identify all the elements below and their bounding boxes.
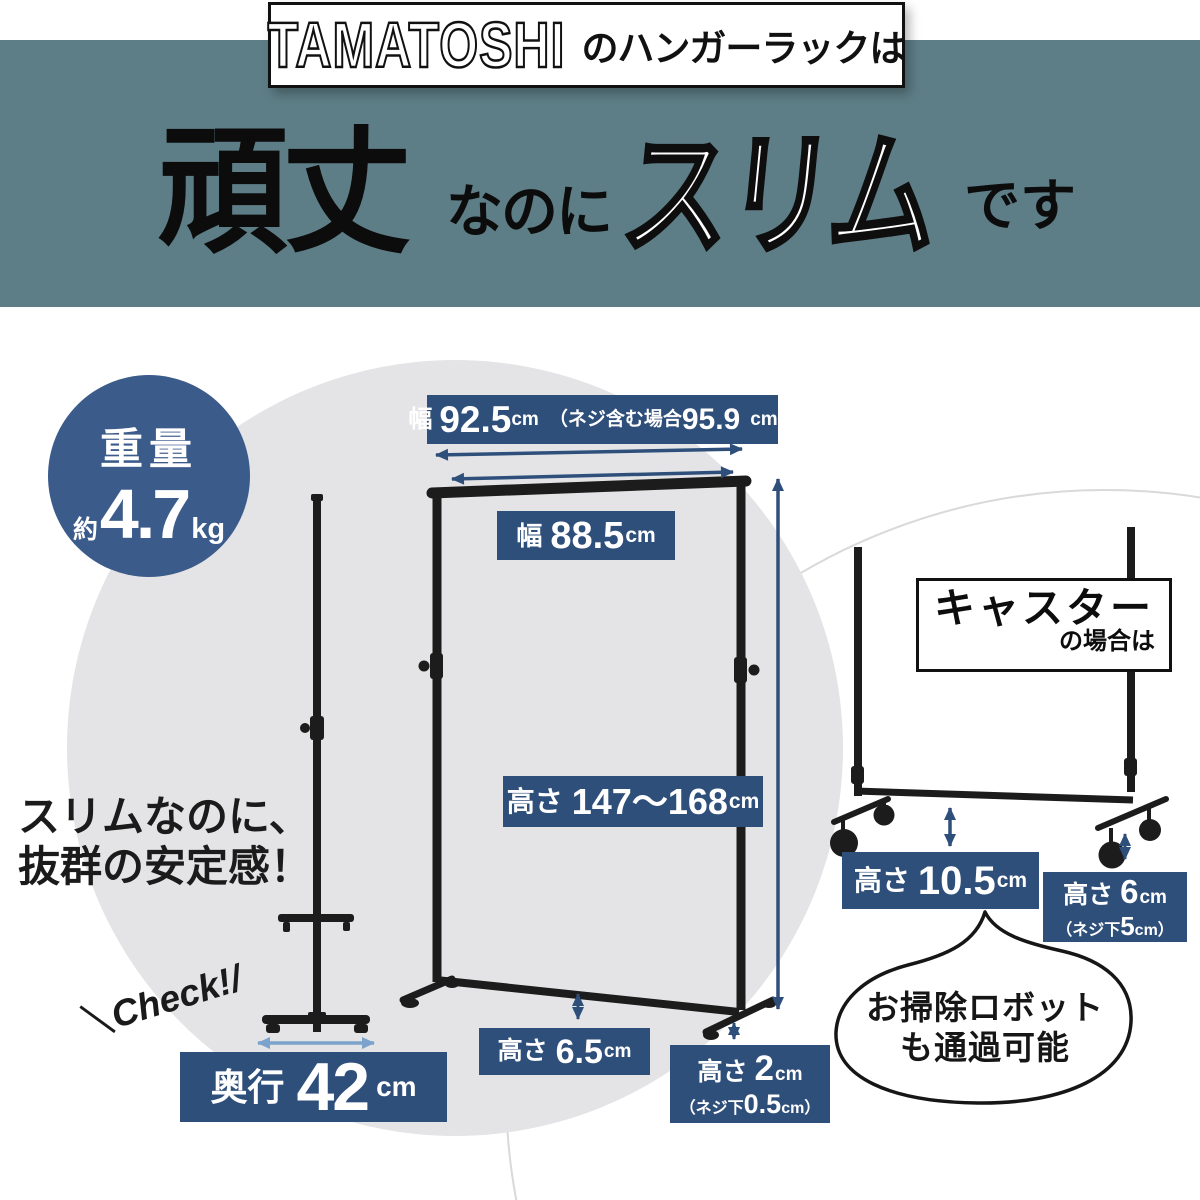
front-adjust-knob-left-icon [418,660,430,672]
dim-value: 6 [1120,873,1139,910]
caster-wheel-icon [1139,819,1161,841]
dim-value: 92.5 [439,399,512,440]
dim-label: 幅 [408,405,433,433]
dim-value: 6.5 [555,1032,603,1071]
stability-line2: 抜群の安定感！ [18,842,313,890]
dim-box-depth: 奥行 42 cm [180,1052,447,1122]
brand-suffix: のハンガーラックは [581,28,906,69]
brand-name: TAMATOSHI [267,8,566,82]
dim-label: 高さ [853,864,910,896]
speech-bubble-text: お掃除ロボット も通過可能 [850,988,1120,1067]
dim-label: 幅 [516,520,543,551]
speech-bubble [834,910,1133,1105]
caster-subtitle: の場合は [1059,628,1155,655]
weight-value: 4.7 [99,475,191,553]
weight-badge: 重量 約 4.7 kg [48,375,250,577]
rack-side-view [262,494,370,1033]
dim-unit: cm [1139,887,1167,908]
dim-note: （ネジ含む場合 [548,409,682,430]
dim-note-unit: cm） [781,1099,821,1117]
caster-section-title-box: キャスター の場合は [916,578,1172,672]
dim-label: 高さ [506,785,563,817]
dim-value: 10.5 [917,858,996,903]
dim-value: 88.5 [550,514,625,557]
dim-unit: cm [376,1071,417,1102]
dim-unit: cm [996,869,1028,892]
dim-label: 高さ [1063,881,1114,909]
arrow-width-outer [435,443,743,461]
dim-box-height-foot: 高さ 2 cm （ネジ下 0.5 cm） [670,1045,830,1123]
dim-unit: cm [603,1041,632,1062]
bubble-line1: お掃除ロボット [866,989,1104,1026]
dim-unit: cm [728,790,760,813]
side-adjust-knob-icon [300,723,310,733]
dim-note-value: 95.9 [681,402,741,436]
caster-wheel-icon [1098,841,1126,869]
dim-box-width-inner: 幅 88.5 cm [497,511,675,560]
stability-note: スリムなのに、 抜群の安定感！ [18,792,312,891]
headline-connector: なのに [446,180,613,244]
dim-note-value: 0.5 [743,1088,782,1119]
caster-title: キャスター [934,585,1154,631]
dim-note-unit: cm） [1134,922,1174,939]
headline-suffix: です [964,174,1076,237]
rack-front-view [399,475,777,1040]
bubble-line2: も通過可能 [900,1028,1070,1066]
dim-value: 42 [296,1049,370,1125]
weight-badge-title: 重量 [100,426,198,474]
front-adjust-knob-right-icon [748,664,760,676]
caster-wheel-icon [830,829,858,857]
dim-unit: cm [625,524,656,547]
dim-box-height-range: 高さ 147〜168 cm [503,776,763,827]
dim-box-width-outer: 幅 92.5 cm （ネジ含む場合 95.9 cm） [408,395,797,444]
stability-line1: スリムなのに、 [18,793,311,840]
dim-box-caster-foot: 高さ 6 cm （ネジ下 5 cm） [1043,872,1187,942]
dim-label: 奥行 [210,1066,285,1108]
dim-note-value: 5 [1120,911,1135,941]
dim-note: （ネジ下 [679,1099,744,1117]
dim-label: 高さ [697,1057,748,1086]
dim-unit: cm [511,409,539,430]
dim-box-height-crossbar: 高さ 6.5 cm [479,1028,650,1075]
dim-note: （ネジ下 [1056,922,1121,939]
measure-arrows [257,443,1131,1049]
weight-approx: 約 [72,516,98,544]
dim-unit: cm [775,1063,803,1085]
weight-unit: kg [191,513,226,545]
dim-box-caster-clearance: 高さ 10.5 cm [842,852,1039,909]
dim-value: 2 [754,1048,774,1088]
caster-wheel-icon [873,804,895,826]
arrow-width-inner [451,466,734,485]
brand-title-box: TAMATOSHI のハンガーラックは [267,2,906,88]
headline-sturdy: 頑丈 [158,116,412,270]
dim-label: 高さ [497,1037,548,1065]
dim-value: 147〜168 [571,780,728,822]
dim-note-unit: cm） [750,409,797,430]
